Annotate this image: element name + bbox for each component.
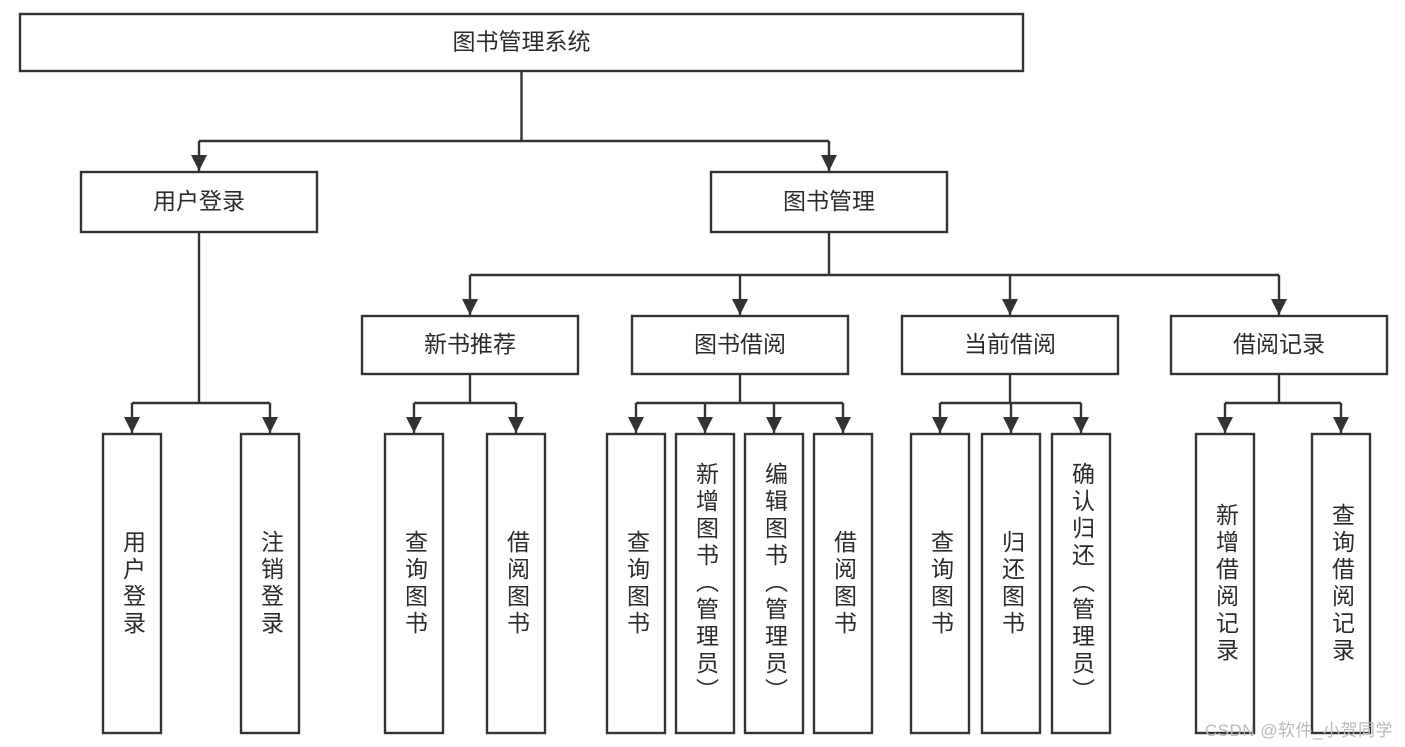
leaf-leaf-borrow-book-2-label-wrap: 借阅图书 [830, 529, 857, 638]
leaf-leaf-query-record-box [1310, 432, 1372, 735]
node-book-borrow[interactable]: 图书借阅 [630, 314, 850, 376]
node-current-borrow-box [900, 314, 1120, 376]
leaf-leaf-user-login[interactable]: 用户登录 [101, 432, 163, 735]
leaf-leaf-borrow-book-1-label-wrap: 借阅图书 [503, 529, 530, 638]
leaf-leaf-add-book-box [674, 432, 736, 735]
leaf-leaf-query-book-1-box [383, 432, 445, 735]
borrow-record-arrow-0 [1217, 417, 1233, 433]
leaf-leaf-edit-book[interactable]: 编辑图书（管理员） [743, 432, 805, 735]
leaf-leaf-query-book-1-label: 查询图书 [401, 529, 428, 638]
leaf-leaf-query-book-2[interactable]: 查询图书 [605, 432, 667, 735]
leaf-leaf-borrow-book-1-label: 借阅图书 [503, 529, 530, 638]
leaf-leaf-user-logout-label: 注销登录 [257, 529, 284, 638]
leaf-leaf-query-record-label-wrap: 查询借阅记录 [1328, 502, 1355, 665]
leaf-leaf-confirm-return-label-wrap: 确认归还（管理员） [1068, 462, 1095, 705]
leaf-leaf-query-book-1-label-wrap: 查询图书 [401, 529, 428, 638]
leaf-leaf-user-login-box [101, 432, 163, 735]
leaf-leaf-user-logout-box [239, 432, 301, 735]
node-layer: 图书管理系统用户登录图书管理新书推荐图书借阅当前借阅借阅记录用户登录注销登录查询… [18, 12, 1389, 735]
current-borrow-arrow-2 [1073, 417, 1089, 433]
user-login-arrow-0 [124, 417, 140, 433]
root-arrow-0 [191, 155, 207, 171]
leaf-leaf-query-book-1[interactable]: 查询图书 [383, 432, 445, 735]
leaf-leaf-confirm-return-box [1050, 432, 1112, 735]
leaf-leaf-return-book-label-wrap: 归还图书 [998, 529, 1025, 638]
leaf-leaf-edit-book-box [743, 432, 805, 735]
book-borrow-arrow-3 [835, 417, 851, 433]
leaf-leaf-query-book-2-label-wrap: 查询图书 [623, 529, 650, 638]
leaf-leaf-return-book-box [980, 432, 1042, 735]
leaf-leaf-query-book-2-box [605, 432, 667, 735]
book-borrow-arrow-0 [628, 417, 644, 433]
leaf-leaf-confirm-return[interactable]: 确认归还（管理员） [1050, 432, 1112, 735]
leaf-leaf-return-book-label: 归还图书 [998, 529, 1025, 638]
leaf-leaf-edit-book-label-wrap: 编辑图书（管理员） [761, 462, 788, 705]
leaf-leaf-query-book-2-label: 查询图书 [623, 529, 650, 638]
book-borrow-arrow-2 [766, 417, 782, 433]
leaf-leaf-query-record-label: 查询借阅记录 [1328, 502, 1355, 665]
leaf-leaf-add-record-label: 新增借阅记录 [1212, 502, 1239, 665]
leaf-leaf-query-book-3-label: 查询图书 [927, 529, 954, 638]
node-new-book-recommend-box [360, 314, 580, 376]
new-book-recommend-arrow-1 [508, 417, 524, 433]
node-book-manage[interactable]: 图书管理 [709, 170, 949, 234]
root-node-label: 图书管理系统 [453, 29, 591, 55]
node-new-book-recommend-label: 新书推荐 [424, 331, 516, 357]
book-borrow-arrow-1 [697, 417, 713, 433]
leaf-leaf-query-book-3-box [909, 432, 971, 735]
leaf-leaf-add-book-label-wrap: 新增图书（管理员） [692, 462, 719, 705]
leaf-leaf-user-logout-label-wrap: 注销登录 [257, 529, 284, 638]
leaf-leaf-query-book-3[interactable]: 查询图书 [909, 432, 971, 735]
leaf-leaf-edit-book-label: 编辑图书（管理员） [761, 462, 788, 705]
node-new-book-recommend[interactable]: 新书推荐 [360, 314, 580, 376]
node-borrow-record[interactable]: 借阅记录 [1169, 314, 1389, 376]
node-borrow-record-box [1169, 314, 1389, 376]
node-current-borrow-label: 当前借阅 [964, 331, 1056, 357]
node-book-borrow-label: 图书借阅 [694, 331, 786, 357]
leaf-leaf-return-book[interactable]: 归还图书 [980, 432, 1042, 735]
leaf-leaf-user-logout[interactable]: 注销登录 [239, 432, 301, 735]
leaf-leaf-borrow-book-2-box [812, 432, 874, 735]
node-user-login-label: 用户登录 [153, 188, 245, 214]
current-borrow-arrow-1 [1003, 417, 1019, 433]
node-user-login[interactable]: 用户登录 [79, 170, 319, 234]
current-borrow-arrow-0 [932, 417, 948, 433]
node-book-borrow-box [630, 314, 850, 376]
node-book-manage-label: 图书管理 [783, 188, 875, 214]
leaf-leaf-confirm-return-label: 确认归还（管理员） [1068, 462, 1095, 705]
leaf-leaf-borrow-book-1-box [485, 432, 547, 735]
leaf-leaf-user-login-label: 用户登录 [119, 529, 146, 638]
node-borrow-record-label: 借阅记录 [1233, 331, 1325, 357]
borrow-record-arrow-1 [1333, 417, 1349, 433]
leaf-leaf-add-record-label-wrap: 新增借阅记录 [1212, 502, 1239, 665]
node-current-borrow[interactable]: 当前借阅 [900, 314, 1120, 376]
leaf-leaf-add-record[interactable]: 新增借阅记录 [1194, 432, 1256, 735]
book-manage-arrow-0 [462, 299, 478, 315]
user-login-arrow-1 [262, 417, 278, 433]
node-user-login-box [79, 170, 319, 234]
book-manage-arrow-1 [732, 299, 748, 315]
leaf-leaf-add-book-label: 新增图书（管理员） [692, 462, 719, 705]
root-node[interactable]: 图书管理系统 [18, 12, 1025, 73]
leaf-leaf-user-login-label-wrap: 用户登录 [119, 529, 146, 638]
leaf-leaf-borrow-book-1[interactable]: 借阅图书 [485, 432, 547, 735]
leaf-leaf-add-record-box [1194, 432, 1256, 735]
leaf-leaf-query-book-3-label-wrap: 查询图书 [927, 529, 954, 638]
root-node-box [18, 12, 1025, 73]
connector-layer [124, 71, 1349, 433]
book-manage-arrow-2 [1002, 299, 1018, 315]
new-book-recommend-arrow-0 [406, 417, 422, 433]
leaf-leaf-add-book[interactable]: 新增图书（管理员） [674, 432, 736, 735]
leaf-leaf-query-record[interactable]: 查询借阅记录 [1310, 432, 1372, 735]
book-manage-arrow-3 [1271, 299, 1287, 315]
node-book-manage-box [709, 170, 949, 234]
leaf-leaf-borrow-book-2[interactable]: 借阅图书 [812, 432, 874, 735]
root-arrow-1 [821, 155, 837, 171]
leaf-leaf-borrow-book-2-label: 借阅图书 [830, 529, 857, 638]
